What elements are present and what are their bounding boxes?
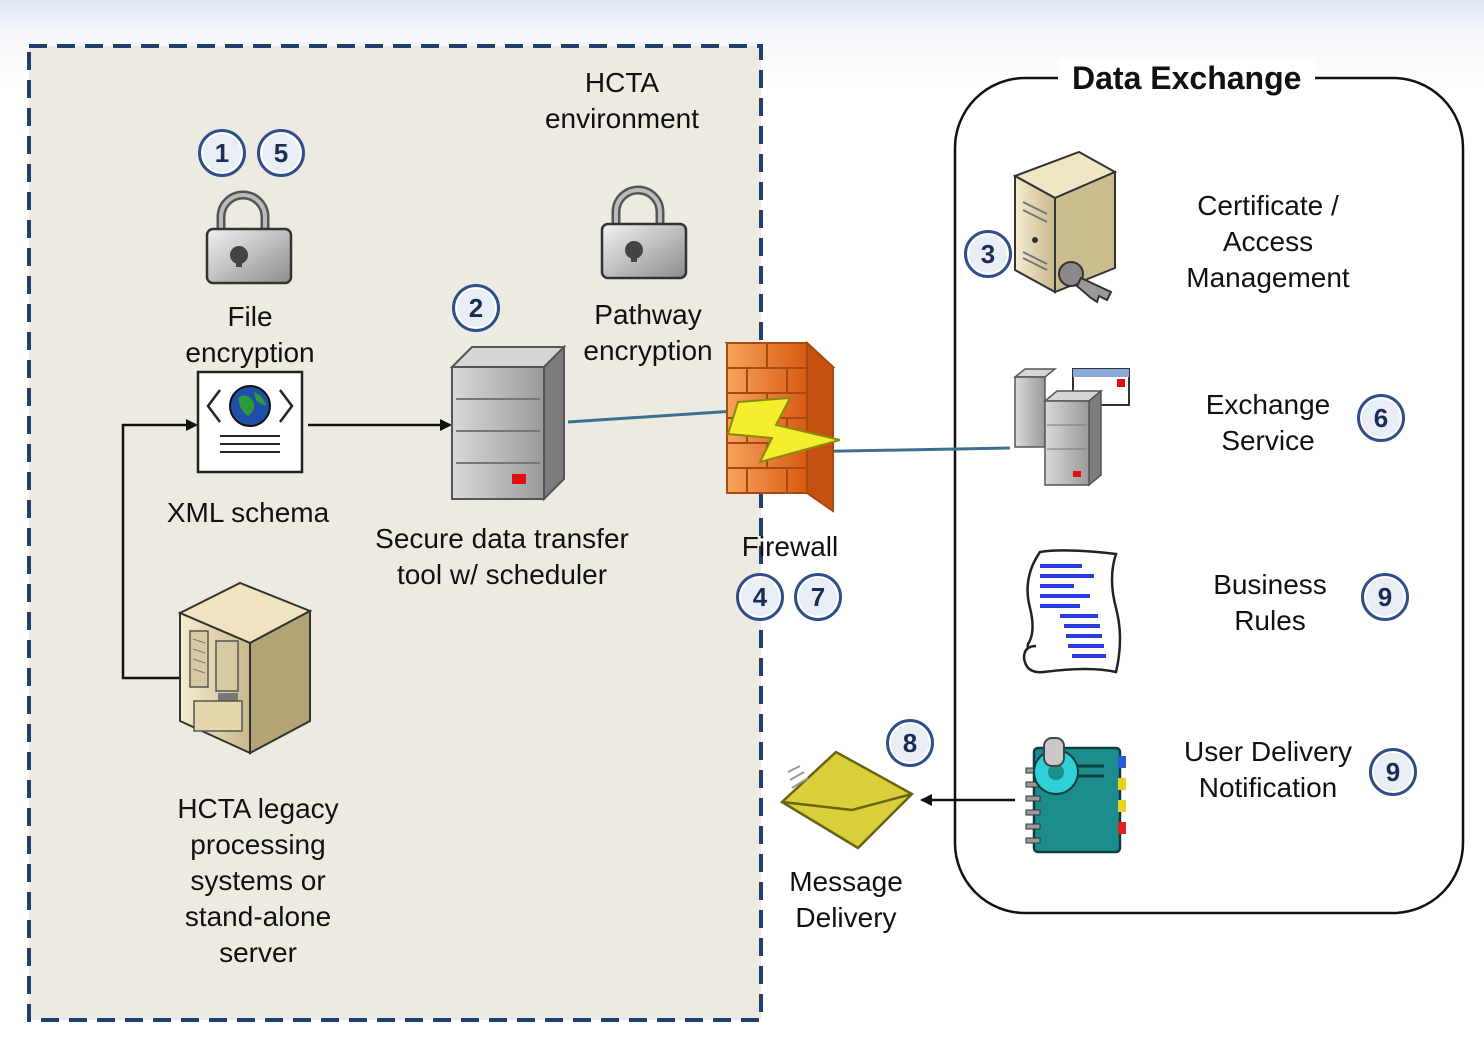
legacy-server-icon <box>177 581 313 755</box>
notification-notebook-icon <box>1025 737 1126 854</box>
step-badge-9-notification: 9 <box>1369 748 1417 796</box>
data-exchange-title: Data Exchange <box>1058 58 1316 98</box>
user-delivery-notification-label: User Delivery Notification <box>1183 736 1353 803</box>
business-rules-label: Business Rules <box>1213 569 1327 636</box>
pathway-encryption-lock-icon <box>600 185 688 280</box>
hcta-environment-label: HCTA environment <box>544 67 700 134</box>
certificate-server-key-icon <box>1012 150 1118 304</box>
step-badge-7: 7 <box>794 573 842 621</box>
business-rules-scroll-icon <box>1022 549 1122 674</box>
step-badge-4: 4 <box>736 573 784 621</box>
step-badge-3: 3 <box>964 230 1012 278</box>
xml-schema-document-icon <box>196 370 304 474</box>
legacy-systems-label: HCTA legacy processing systems or stand-… <box>177 793 339 968</box>
step-badge-8: 8 <box>886 719 934 767</box>
exchange-service-servers-icon <box>1012 368 1130 487</box>
legacy-to-xml-connector <box>121 419 198 680</box>
step-badge-9-rules: 9 <box>1361 573 1409 621</box>
file-encryption-lock-icon <box>205 190 293 285</box>
hcta-environment-region <box>27 44 763 1022</box>
step-badge-2: 2 <box>452 284 500 332</box>
pathway-encryption-label: Pathway encryption <box>583 299 713 366</box>
message-envelope-icon <box>779 750 915 850</box>
certificate-access-label: Certificate / Access Management <box>1186 190 1350 293</box>
lightning-bolt-icon <box>726 396 841 464</box>
step-badge-5: 5 <box>257 129 305 177</box>
message-delivery-label: Message Delivery <box>789 866 903 933</box>
xml-schema-label: XML schema <box>166 497 330 528</box>
step-badge-1: 1 <box>198 129 246 177</box>
exchange-service-label: Exchange Service <box>1205 389 1331 456</box>
file-encryption-label: File encryption <box>185 301 315 368</box>
secure-transfer-server-icon <box>449 344 567 502</box>
step-badge-6: 6 <box>1357 394 1405 442</box>
secure-transfer-tool-label: Secure data transfer tool w/ scheduler <box>375 523 629 590</box>
firewall-label: Firewall <box>741 531 839 562</box>
